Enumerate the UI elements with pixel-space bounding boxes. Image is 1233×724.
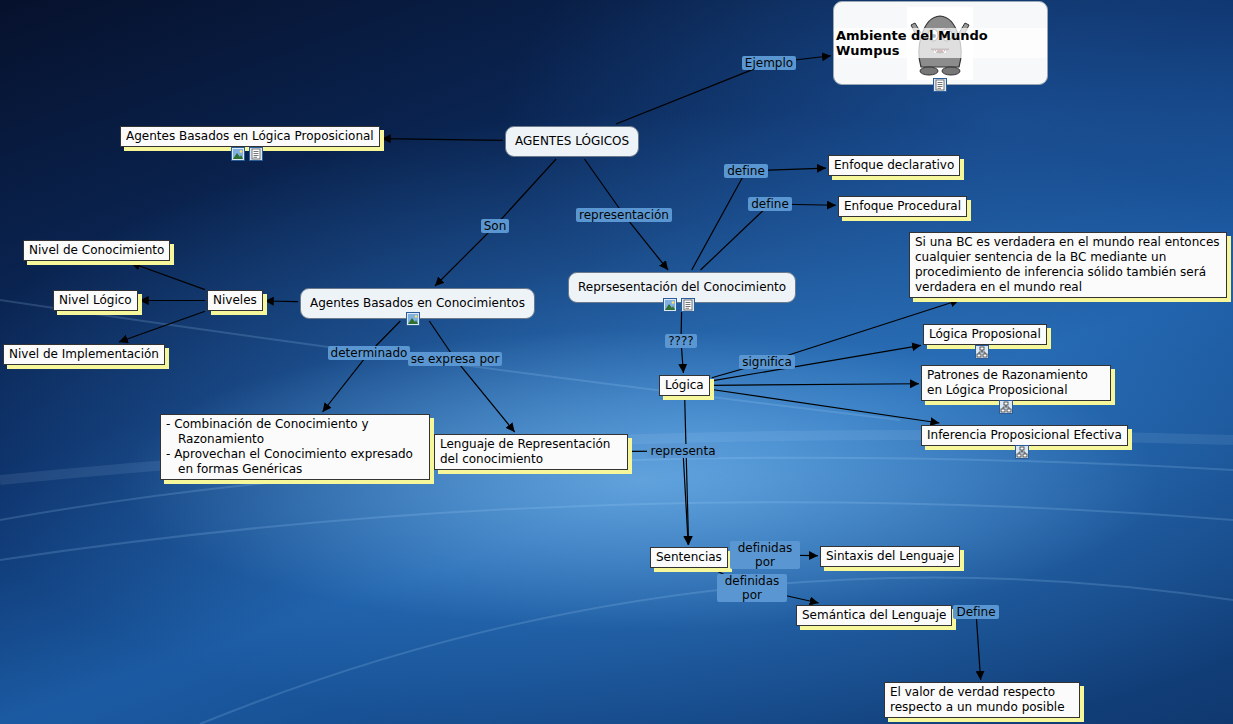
concept-box: Lógica Proposional xyxy=(923,324,1047,345)
linking-phrase: Son xyxy=(481,219,510,233)
node-text: Si una BC es verdadera en el mundo real … xyxy=(915,235,1221,295)
node-text: Reprsesentación del Conocimiento xyxy=(578,280,786,295)
connector-arrow xyxy=(140,300,205,301)
node-text: AGENTES LÓGICOS xyxy=(515,134,629,149)
node-text: Nivel de Conocimiento xyxy=(29,243,164,258)
concept-box: Sentencias xyxy=(650,547,728,568)
concept-box: Semántica del Lenguaje xyxy=(796,605,952,626)
node-text: Sentencias xyxy=(656,550,722,565)
connector-arrow xyxy=(429,321,514,432)
connector-arrow xyxy=(712,384,919,386)
connector-arrow xyxy=(616,56,831,124)
concept-box: Nivel Lógico xyxy=(53,290,138,311)
node-text: Niveles xyxy=(213,293,257,308)
connector-arrow xyxy=(701,204,836,270)
connector-arrow xyxy=(712,345,921,381)
concept-box: Lógica xyxy=(659,375,710,396)
concept-box: Agentes Basados en Lógica Proposicional xyxy=(120,126,380,147)
example-box: Ambiente del Mundo Wumpus xyxy=(833,1,1048,85)
node-text: Lógica xyxy=(665,378,704,393)
connector-arrow xyxy=(685,398,689,545)
connector-arrow xyxy=(630,451,688,545)
node-text: - Aprovechan el Conocimiento expresado e… xyxy=(166,447,424,477)
node-text: Semántica del Lenguaje xyxy=(802,608,946,623)
connector-arrow xyxy=(435,159,556,286)
linking-phrase: representación xyxy=(576,208,672,222)
concept-box: Lenguaje de Representación del conocimie… xyxy=(434,434,628,470)
node-text: Nivel Lógico xyxy=(59,293,132,308)
root-concept: AGENTES LÓGICOS xyxy=(505,126,639,157)
concept-box: Inferencia Proposicional Efectiva xyxy=(921,425,1128,446)
linking-phrase: Ejemplo xyxy=(742,56,796,70)
concept-box: Nivel de Implementación xyxy=(3,344,165,365)
connector-arrow xyxy=(131,263,205,290)
node-text: Lógica Proposional xyxy=(929,327,1041,342)
connector-arrow xyxy=(382,139,503,141)
node-text: Patrones de Razonamiento en Lógica Propo… xyxy=(927,368,1105,398)
linking-phrase: Define xyxy=(953,605,998,619)
connector-arrow xyxy=(712,390,940,423)
node-text: Enfoque declarativo xyxy=(834,158,954,173)
connector-arrow xyxy=(954,612,980,680)
node-text: El valor de verdad respecto respecto a u… xyxy=(890,685,1074,715)
concept-box: Patrones de Razonamiento en Lógica Propo… xyxy=(921,365,1111,401)
connector-arrow xyxy=(692,168,826,270)
node-text: - Combinación de Conocimiento y Razonami… xyxy=(166,417,424,447)
linking-phrase: definidas por xyxy=(730,541,800,569)
concept-box: El valor de verdad respecto respecto a u… xyxy=(884,682,1080,718)
connector-arrow xyxy=(323,321,401,412)
node-text: Nivel de Implementación xyxy=(9,347,159,362)
concept-box: Enfoque declarativo xyxy=(828,155,960,176)
concept-box: Sintaxis del Lenguaje xyxy=(820,546,960,567)
node-text: Lenguaje de Representación del conocimie… xyxy=(440,437,622,467)
concept-box: Nivel de Conocimiento xyxy=(23,240,170,261)
linking-phrase: se expresa por xyxy=(408,352,503,366)
node-text: Inferencia Proposicional Efectiva xyxy=(927,428,1122,443)
node-text: Ambiente del Mundo Wumpus xyxy=(834,28,1047,58)
connector-arrow xyxy=(119,311,205,342)
concept-box: Enfoque Procedural xyxy=(838,196,967,217)
connector-arrow xyxy=(715,570,819,603)
linking-phrase: ???? xyxy=(665,334,696,348)
linking-phrase: define xyxy=(724,164,768,178)
concept-box: Niveles xyxy=(207,290,263,311)
linking-phrase: representa xyxy=(647,444,718,458)
list-box: - Combinación de Conocimiento y Razonami… xyxy=(160,414,430,480)
linking-phrase: determinado xyxy=(328,346,411,360)
linking-phrase: define xyxy=(748,197,792,211)
node-text: Agentes Basados en Conocimientos xyxy=(310,296,525,311)
linking-phrase: significa xyxy=(739,355,795,369)
node-text: Enfoque Procedural xyxy=(844,199,961,214)
node-text: Agentes Basados en Lógica Proposicional xyxy=(126,129,374,144)
node-text: Sintaxis del Lenguaje xyxy=(826,549,954,564)
linking-phrase: definidas por xyxy=(717,574,787,602)
connector-arrow xyxy=(265,300,298,302)
note-box: Si una BC es verdadera en el mundo real … xyxy=(909,232,1227,298)
